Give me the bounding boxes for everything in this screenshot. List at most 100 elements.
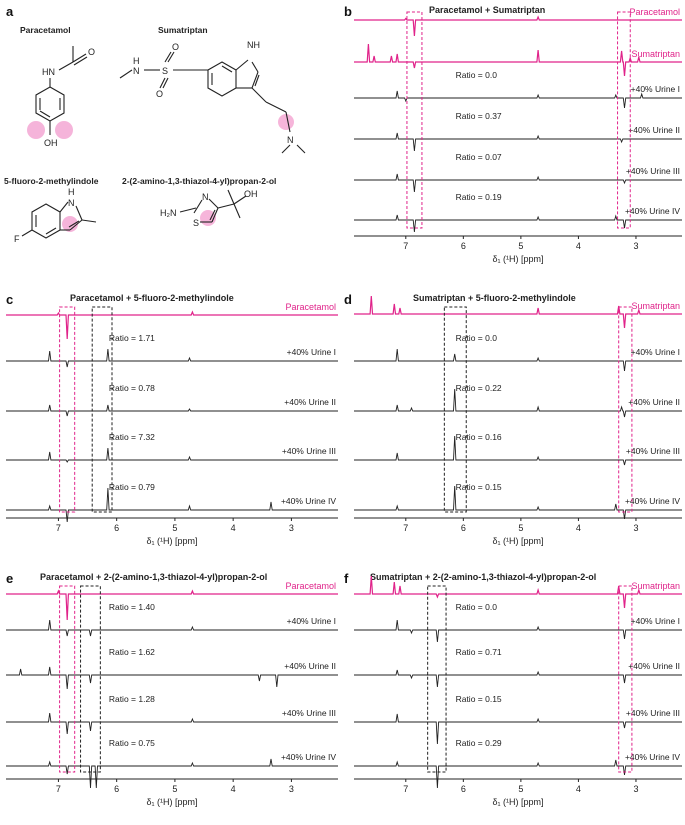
panel-label-c: c bbox=[6, 292, 14, 307]
urine-label: +40% Urine II bbox=[628, 661, 680, 671]
highlight-box-2 bbox=[91, 306, 113, 513]
x-axis-label: δ₁ (¹H) [ppm] bbox=[492, 536, 543, 546]
atom-n-amine: N bbox=[287, 135, 294, 145]
urine-spectrum-4 bbox=[354, 214, 682, 233]
ratio-label: Ratio = 0.37 bbox=[456, 111, 502, 121]
reference-label: Paracetamol bbox=[629, 7, 680, 17]
atom-nh: NH bbox=[247, 40, 260, 50]
x-tick-label: 3 bbox=[633, 523, 638, 533]
reference-label: Paracetamol bbox=[285, 302, 336, 312]
urine-label: +40% Urine III bbox=[626, 446, 680, 456]
x-tick-label: 7 bbox=[403, 241, 408, 251]
panel-label-d: d bbox=[344, 292, 352, 307]
urine-spectrum-4 bbox=[354, 485, 682, 520]
urine-spectrum-4 bbox=[6, 487, 338, 523]
urine-spectrum-2 bbox=[354, 388, 682, 418]
urine-label: +40% Urine I bbox=[631, 347, 680, 357]
urine-label: +40% Urine IV bbox=[281, 752, 336, 762]
urine-spectrum-3 bbox=[354, 713, 682, 745]
ratio-label: Ratio = 0.71 bbox=[456, 647, 502, 657]
x-tick-label: 3 bbox=[633, 241, 638, 251]
x-tick-label: 6 bbox=[461, 241, 466, 251]
x-tick-label: 5 bbox=[518, 241, 523, 251]
ratio-label: Ratio = 7.32 bbox=[109, 432, 155, 442]
x-tick-label: 4 bbox=[231, 523, 236, 533]
urine-label: +40% Urine IV bbox=[281, 496, 336, 506]
highlight-box-2 bbox=[618, 306, 633, 513]
molecule-name-paracetamol: Paracetamol bbox=[20, 25, 71, 35]
atom-s: S bbox=[162, 66, 168, 76]
x-axis-label: δ₁ (¹H) [ppm] bbox=[146, 797, 197, 807]
highlight-paracetamol-h1 bbox=[27, 121, 45, 139]
highlight-box-1 bbox=[443, 306, 467, 513]
urine-label: +40% Urine III bbox=[282, 708, 336, 718]
highlight-sumatriptan-ch2 bbox=[278, 114, 294, 130]
x-tick-label: 4 bbox=[576, 523, 581, 533]
urine-spectrum-2 bbox=[6, 404, 338, 417]
ratio-label: Ratio = 0.15 bbox=[456, 694, 502, 704]
atom-o-2: O bbox=[156, 89, 163, 99]
atom-thiazole-n: N bbox=[202, 192, 209, 202]
chart-title-f: Sumatriptan + 2-(2-amino-1,3-thiazol-4-y… bbox=[370, 572, 597, 582]
chart-title-e: Paracetamol + 2-(2-amino-1,3-thiazol-4-y… bbox=[40, 572, 268, 582]
urine-spectrum-3 bbox=[6, 447, 338, 463]
urine-label: +40% Urine I bbox=[287, 616, 336, 626]
reference-spectrum-sumatriptan bbox=[354, 43, 682, 77]
reference-label: Sumatriptan bbox=[631, 301, 680, 311]
chart-title-b: Paracetamol + Sumatriptan bbox=[429, 5, 546, 15]
urine-label: +40% Urine II bbox=[628, 125, 680, 135]
highlight-box-1 bbox=[427, 585, 447, 773]
ratio-label: Ratio = 0.29 bbox=[456, 738, 502, 748]
x-tick-label: 5 bbox=[518, 784, 523, 794]
chart-title-d: Sumatriptan + 5-fluoro-2-methylindole bbox=[413, 293, 576, 303]
x-tick-label: 6 bbox=[461, 523, 466, 533]
sumatriptan-structure bbox=[119, 51, 306, 154]
x-tick-label: 3 bbox=[289, 784, 294, 794]
highlight-box-2 bbox=[618, 585, 633, 773]
x-tick-label: 4 bbox=[576, 241, 581, 251]
urine-spectrum-3 bbox=[6, 712, 338, 735]
x-tick-label: 7 bbox=[56, 784, 61, 794]
x-tick-label: 4 bbox=[231, 784, 236, 794]
x-tick-label: 6 bbox=[461, 784, 466, 794]
urine-label: +40% Urine IV bbox=[625, 206, 680, 216]
ratio-label: Ratio = 0.07 bbox=[456, 152, 502, 162]
thiazolyl-propanol-structure bbox=[179, 189, 247, 223]
ratio-label: Ratio = 0.15 bbox=[456, 482, 502, 492]
atom-h: H bbox=[133, 56, 140, 66]
x-tick-label: 7 bbox=[403, 784, 408, 794]
molecule-name-sumatriptan: Sumatriptan bbox=[158, 25, 208, 35]
chemical-structures: HN O OH S N H NH N O O H N F H₂N N S OH bbox=[14, 40, 306, 244]
reference-spectrum-paracetamol bbox=[354, 15, 682, 37]
reference-label: Sumatriptan bbox=[631, 581, 680, 591]
urine-label: +40% Urine IV bbox=[625, 496, 680, 506]
chart-title-c: Paracetamol + 5-fluoro-2-methylindole bbox=[70, 293, 234, 303]
atom-o: O bbox=[88, 47, 95, 57]
urine-label: +40% Urine I bbox=[287, 347, 336, 357]
urine-spectrum-1 bbox=[354, 348, 682, 372]
x-tick-label: 7 bbox=[56, 523, 61, 533]
molecule-name-thiazolyl-propanol: 2-(2-amino-1,3-thiazol-4-yl)propan-2-ol bbox=[122, 176, 277, 186]
molecule-name-fluoromethylindole: 5-fluoro-2-methylindole bbox=[4, 176, 99, 186]
urine-label: +40% Urine III bbox=[282, 446, 336, 456]
ratio-label: Ratio = 1.40 bbox=[109, 602, 155, 612]
ratio-label: Ratio = 0.0 bbox=[456, 602, 498, 612]
atom-hn: HN bbox=[42, 67, 55, 77]
urine-spectrum-4 bbox=[6, 758, 338, 789]
x-tick-label: 5 bbox=[172, 784, 177, 794]
ratio-label: Ratio = 0.19 bbox=[456, 192, 502, 202]
ratio-label: Ratio = 1.62 bbox=[109, 647, 155, 657]
x-tick-label: 6 bbox=[114, 784, 119, 794]
atom-indole-nh: H bbox=[68, 187, 75, 197]
atom-indole-n: N bbox=[68, 198, 75, 208]
urine-label: +40% Urine III bbox=[626, 708, 680, 718]
urine-spectrum-1 bbox=[6, 348, 338, 368]
panel-label-f: f bbox=[344, 571, 349, 586]
atom-oh: OH bbox=[44, 138, 58, 148]
atom-h2n: H₂N bbox=[160, 208, 177, 218]
x-axis-label: δ₁ (¹H) [ppm] bbox=[492, 797, 543, 807]
panel-label-e: e bbox=[6, 571, 14, 586]
highlight-indole-c3h bbox=[62, 216, 78, 232]
reference-spectrum-paracetamol bbox=[6, 589, 338, 621]
